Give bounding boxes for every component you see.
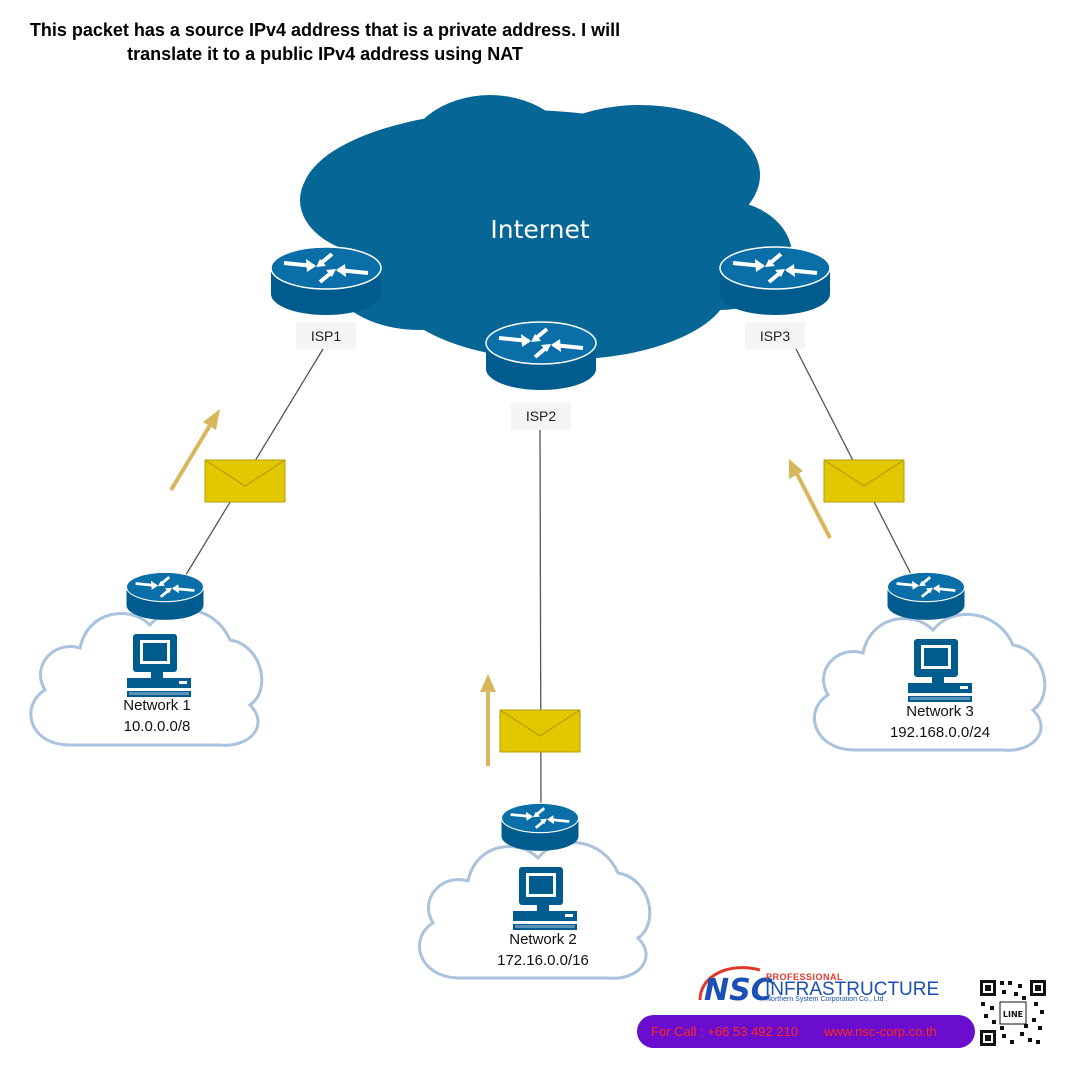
network3-name: Network 3 <box>906 703 974 720</box>
qr-label: LINE <box>1003 1010 1023 1019</box>
isp3-label: ISP3 <box>760 328 791 344</box>
packet-envelope-icon <box>499 709 581 753</box>
isp3-label-box <box>745 322 805 349</box>
website-link[interactable]: www.nsc-corp.co.th <box>824 1024 937 1039</box>
diagram-title: This packet has a source IPv4 address th… <box>29 20 621 64</box>
network1-name: Network 1 <box>123 697 191 714</box>
network2-router-icon <box>500 801 580 853</box>
logo-company-name: Northern System Corporation Co., Ltd . <box>766 996 888 1003</box>
isp2-router-icon <box>484 320 598 392</box>
network2-name: Network 2 <box>509 931 577 948</box>
phone-number: For Call : +66 53 492 210 <box>651 1024 799 1039</box>
network2-subnet: 172.16.0.0/16 <box>497 952 589 969</box>
isp1-router-icon <box>269 245 383 317</box>
network2-cloud <box>417 841 652 980</box>
arrow-up-icon <box>480 674 496 766</box>
packet-envelope-icon <box>823 459 905 503</box>
isp2-label-box <box>511 403 571 430</box>
network1-router-icon <box>125 570 205 622</box>
packet-envelope-icon <box>204 459 286 503</box>
network3-router-icon <box>886 570 966 622</box>
isp1-label-box <box>296 322 356 349</box>
network1-cloud <box>29 608 264 747</box>
network1-subnet: 10.0.0.0/8 <box>124 718 191 735</box>
isp1-label: ISP1 <box>311 328 342 344</box>
network3-cloud <box>812 613 1047 752</box>
nsc-logo-icon: NSC <box>698 966 773 1008</box>
internet-label: Internet <box>490 215 589 244</box>
line-qr-code-icon: LINE <box>978 978 1048 1048</box>
network3-subnet: 192.168.0.0/24 <box>890 724 990 741</box>
isp3-router-icon <box>718 245 832 317</box>
logo-mark-text: NSC <box>704 973 773 1008</box>
arrow-up-icon <box>789 459 832 539</box>
contact-banner: For Call : +66 53 492 210 www.nsc-corp.c… <box>637 1015 975 1048</box>
logo-tagline: PROFESSIONAL <box>766 972 844 982</box>
isp2-label: ISP2 <box>526 408 557 424</box>
arrow-up-icon <box>169 409 220 492</box>
internet-cloud <box>300 95 792 360</box>
logo-wordmark: INFRASTRUCTURE <box>765 979 940 1000</box>
